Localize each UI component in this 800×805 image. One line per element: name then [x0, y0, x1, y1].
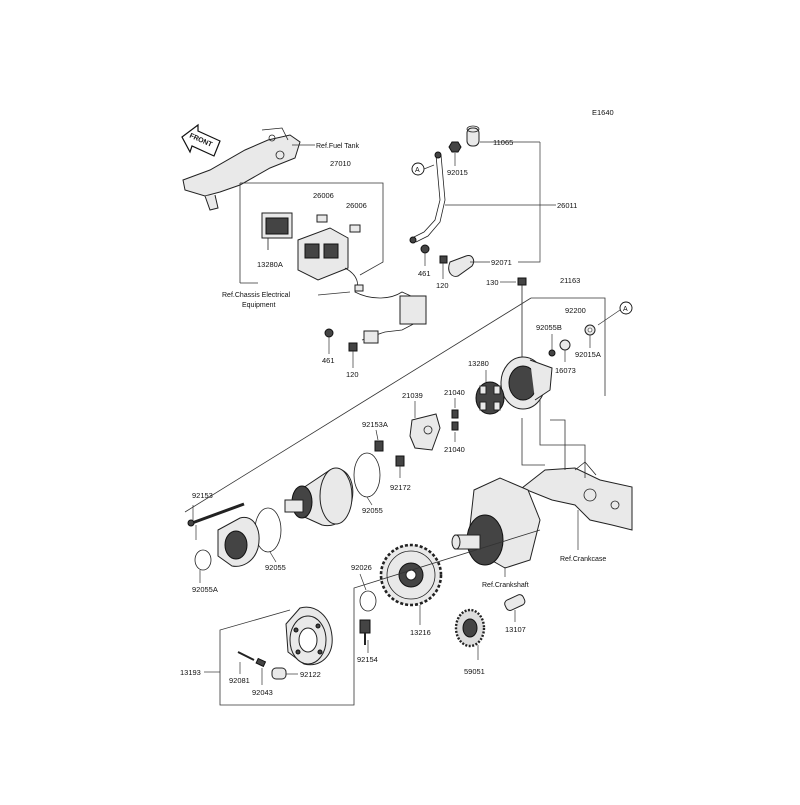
- label-461-b: 461: [322, 356, 335, 365]
- label-120-a: 120: [436, 281, 449, 290]
- callout-a-top-label: A: [415, 167, 420, 174]
- starter-relay-13280A: [261, 212, 293, 250]
- label-21040-b: 21040: [444, 445, 465, 454]
- brush-holder-13280: [475, 381, 505, 415]
- label-92055-b: 92055: [265, 563, 286, 572]
- bolt-130: [517, 277, 527, 286]
- spring-92081: [237, 651, 255, 661]
- label-26011: 26011: [557, 201, 577, 210]
- spring-21040-b: [451, 421, 459, 431]
- label-92200: 92200: [565, 306, 586, 315]
- washer-92026: [359, 590, 377, 612]
- oring-92055A: [194, 549, 212, 571]
- label-26006-a: 26006: [313, 191, 334, 200]
- bearing-16073: [559, 339, 571, 351]
- label-92055A: 92055A: [192, 585, 218, 594]
- label-92015A: 92015A: [575, 350, 601, 359]
- screw-92172: [395, 455, 405, 467]
- starter-cable-26011: [413, 154, 446, 243]
- label-92172: 92172: [390, 483, 411, 492]
- label-461-a: 461: [418, 269, 431, 278]
- oring-92055B: [548, 349, 556, 357]
- label-92015: 92015: [447, 168, 468, 177]
- oring-92055-a: [353, 452, 381, 498]
- bolt-92154: [359, 619, 371, 645]
- ref-chassis-line2: Equipment: [242, 302, 276, 309]
- label-92153: 92153: [192, 491, 213, 500]
- starter-motor-yoke: [284, 467, 354, 527]
- nut-461-a: [420, 244, 430, 254]
- label-92043: 92043: [252, 688, 273, 697]
- roller-92122: [271, 667, 287, 680]
- callout-a-right: [619, 301, 633, 315]
- spring-21040-a: [451, 409, 459, 419]
- label-92055B: 92055B: [536, 323, 562, 332]
- bolt-92153A: [374, 440, 384, 452]
- one-way-clutch-13193: [285, 606, 333, 666]
- label-59051: 59051: [464, 667, 485, 676]
- label-13193: 13193: [180, 668, 201, 677]
- pin-92043: [255, 657, 267, 668]
- gear-59051: [454, 608, 486, 648]
- label-92154: 92154: [357, 655, 378, 664]
- nut-92015: [448, 141, 462, 153]
- label-27010: 27010: [330, 159, 351, 168]
- label-92153A: 92153A: [362, 420, 388, 429]
- label-11065: 11065: [493, 138, 513, 147]
- label-92071: 92071: [491, 258, 512, 267]
- callout-a-right-label: A: [623, 306, 628, 313]
- front-arrow-icon: FRONT: [181, 123, 221, 157]
- label-92081: 92081: [229, 676, 250, 685]
- label-13280A: 13280A: [257, 260, 283, 269]
- label-92026: 92026: [351, 563, 372, 572]
- fuel-tank-bracket: [182, 127, 301, 211]
- label-130: 130: [486, 278, 499, 287]
- label-92122: 92122: [300, 670, 321, 679]
- label-26006-b: 26006: [346, 201, 367, 210]
- starter-front-cover: [217, 516, 260, 567]
- label-13107: 13107: [505, 625, 526, 634]
- harness-connector: [399, 295, 427, 325]
- label-13280: 13280: [468, 359, 489, 368]
- bolt-120-b: [348, 342, 358, 352]
- terminal-cap-11065: [466, 125, 480, 147]
- bolt-120-a: [439, 255, 448, 264]
- relay-box: [297, 227, 349, 281]
- boot-92071: [448, 255, 475, 277]
- starter-gear-13216: [379, 543, 443, 607]
- nut-461-b: [324, 328, 334, 338]
- crankshaft-fragment: [451, 477, 541, 569]
- diagram-code: E1640: [592, 108, 614, 117]
- ref-fuel-tank: Ref.Fuel Tank: [316, 143, 360, 150]
- ref-crankcase: Ref.Crankcase: [560, 556, 606, 563]
- label-16073: 16073: [555, 366, 576, 375]
- fuse-26006-b: [349, 224, 361, 233]
- pin-13107: [504, 594, 526, 611]
- fuse-26006-a: [316, 214, 328, 223]
- label-21040-a: 21040: [444, 388, 465, 397]
- label-92055-a: 92055: [362, 506, 383, 515]
- label-21039: 21039: [402, 391, 423, 400]
- label-21163: 21163: [560, 276, 580, 285]
- bolt-92153: [191, 502, 245, 525]
- ref-crankshaft: Ref.Crankshaft: [482, 582, 529, 589]
- label-13216: 13216: [410, 628, 431, 637]
- brush-plate-21039: [409, 413, 441, 451]
- ref-chassis-line1: Ref.Chassis Electrical: [222, 292, 291, 299]
- starter-end-cover: [500, 356, 553, 410]
- label-120-b: 120: [346, 370, 359, 379]
